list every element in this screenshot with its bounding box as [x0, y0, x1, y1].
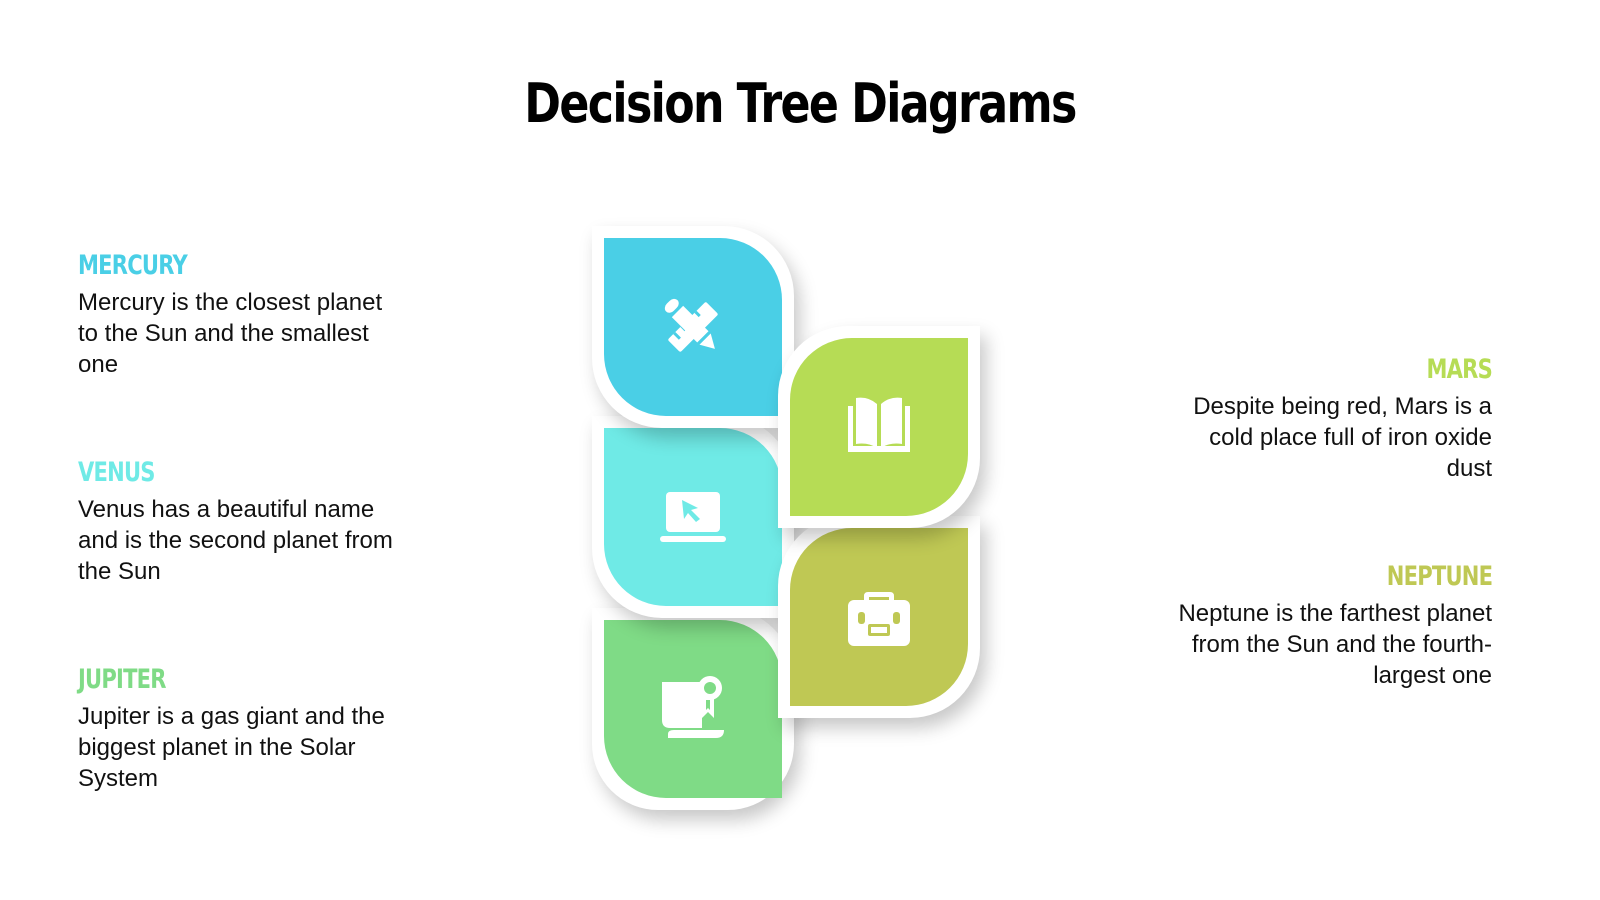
item-heading: JUPITER — [78, 664, 167, 695]
tile-mars — [790, 338, 968, 516]
item-mercury: MERCURY Mercury is the closest planet to… — [78, 250, 398, 380]
tile-jupiter — [604, 620, 782, 798]
laptop-cursor-icon — [660, 492, 726, 542]
item-venus: VENUS Venus has a beautiful name and is … — [78, 457, 398, 587]
item-description: Jupiter is a gas giant and the biggest p… — [78, 703, 385, 792]
briefcase-icon — [848, 592, 910, 646]
tile-venus — [604, 428, 782, 606]
pencil-ruler-icon — [664, 298, 718, 352]
tile-mercury — [604, 238, 782, 416]
item-neptune: NEPTUNE Neptune is the farthest planet f… — [1172, 561, 1492, 691]
item-description: Mercury is the closest planet to the Sun… — [78, 289, 383, 378]
item-description: Venus has a beautiful name and is the se… — [78, 496, 393, 585]
item-jupiter: JUPITER Jupiter is a gas giant and the b… — [78, 664, 398, 794]
item-heading: MARS — [1426, 354, 1492, 385]
certificate-icon — [662, 676, 724, 738]
item-heading: VENUS — [78, 457, 155, 488]
open-book-icon — [848, 397, 910, 452]
item-description: Neptune is the farthest planet from the … — [1178, 600, 1492, 689]
item-description: Despite being red, Mars is a cold place … — [1193, 393, 1492, 482]
item-heading: NEPTUNE — [1386, 561, 1493, 592]
item-mars: MARS Despite being red, Mars is a cold p… — [1172, 354, 1493, 484]
page-title: Decision Tree Diagrams — [524, 72, 1077, 135]
tile-neptune — [790, 528, 968, 706]
item-heading: MERCURY — [78, 250, 188, 281]
